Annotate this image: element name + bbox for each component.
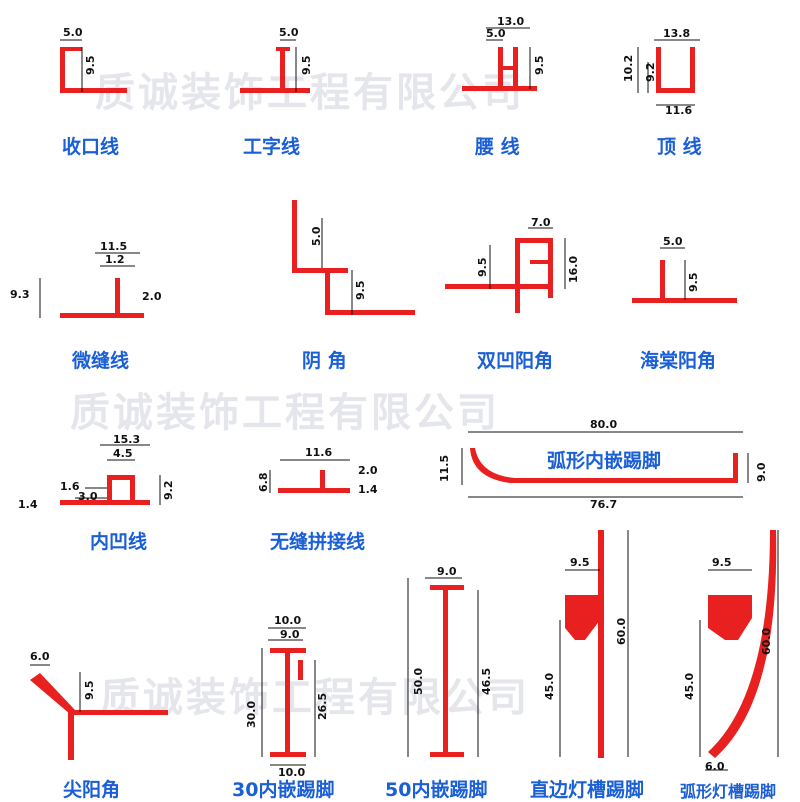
- profile-jianyang: [30, 673, 168, 760]
- label-yao: 腰 线: [475, 136, 520, 158]
- label-qian30: 30内嵌踢脚: [232, 779, 335, 801]
- profile-shuangao: [445, 238, 553, 313]
- label-shoukou: 收口线: [62, 136, 120, 158]
- dim-shuangao-0: 7.0: [531, 216, 551, 229]
- dim-huxing-1: 11.5: [438, 455, 451, 482]
- dim-yao-2: 9.5: [533, 56, 546, 76]
- profile-yao: [462, 47, 537, 91]
- dim-weifeng-3: 2.0: [142, 290, 162, 303]
- dim-zhibian-1: 45.0: [543, 673, 556, 700]
- label-zhibian: 直边灯槽踢脚: [530, 779, 645, 801]
- label-jianyang: 尖阳角: [63, 779, 121, 801]
- dim-gongzi-1: 9.5: [300, 56, 313, 76]
- label-qian50: 50内嵌踢脚: [385, 779, 488, 801]
- dim-neiao-5: 9.2: [162, 481, 175, 501]
- dim-qian50-2: 46.5: [480, 668, 493, 695]
- dim-neiao-1: 4.5: [113, 447, 133, 460]
- dim-wufeng-1: 2.0: [358, 464, 378, 477]
- dim-neiao-0: 15.3: [113, 433, 140, 446]
- profile-yinjiao: [292, 200, 415, 315]
- label-gongzi: 工字线: [243, 136, 301, 158]
- dim-ding-3: 11.6: [665, 104, 692, 117]
- dim-qian30-2: 30.0: [245, 701, 258, 728]
- dim-ding-0: 13.8: [663, 27, 690, 40]
- dim-haitang-0: 5.0: [663, 235, 683, 248]
- dim-jianyang-0: 6.0: [30, 650, 50, 663]
- dim-gongzi-0: 5.0: [279, 26, 299, 39]
- dim-qian30-4: 10.0: [278, 766, 305, 779]
- dim-neiao-4: 1.4: [18, 498, 38, 511]
- dim-haitang-1: 9.5: [687, 273, 700, 293]
- dim-wufeng-3: 1.4: [358, 483, 378, 496]
- dim-yao-1: 5.0: [486, 27, 506, 40]
- dim-shoukou-1: 9.5: [84, 56, 97, 76]
- dim-ding-2: 9.2: [644, 63, 657, 83]
- profile-wufeng: [278, 470, 350, 493]
- profile-shoukou: [60, 47, 127, 93]
- watermark-bottom: 质诚装饰工程有限公司: [100, 675, 530, 721]
- profile-ding: [656, 47, 695, 93]
- profile-neiao: [60, 475, 150, 505]
- dim-qian50-0: 9.0: [437, 565, 457, 578]
- profile-qian50: [430, 585, 464, 757]
- profile-qian30: [270, 648, 306, 757]
- dim-neiao-3: 3.0: [78, 490, 98, 503]
- label-huxingdc: 弧形灯槽踢脚: [680, 782, 777, 801]
- label-wufeng: 无缝拼接线: [270, 531, 366, 553]
- label-shuangao: 双凹阳角: [477, 350, 554, 372]
- profile-huxingdc: [708, 530, 777, 758]
- dim-shoukou-0: 5.0: [63, 26, 83, 39]
- dim-neiao-2: 1.6: [60, 480, 80, 493]
- dim-zhibian-0: 9.5: [570, 556, 590, 569]
- dim-weifeng-0: 11.5: [100, 240, 127, 253]
- dim-weifeng-1: 1.2: [105, 253, 125, 266]
- label-neiao: 内凹线: [90, 531, 148, 553]
- dim-huxingdc-3: 6.0: [705, 760, 725, 773]
- dim-huxingdc-0: 9.5: [712, 556, 732, 569]
- dim-qian30-1: 9.0: [280, 628, 300, 641]
- dim-huxing-3: 76.7: [590, 498, 617, 511]
- dim-qian50-1: 50.0: [412, 668, 425, 695]
- dim-ding-1: 10.2: [622, 55, 635, 82]
- label-ding: 顶 线: [657, 136, 702, 158]
- profile-haitang: [632, 260, 737, 303]
- label-haitang: 海棠阳角: [640, 350, 717, 372]
- dim-yinjiao-0: 5.0: [310, 226, 323, 246]
- profile-weifeng: [60, 278, 144, 318]
- dim-jianyang-1: 9.5: [83, 681, 96, 701]
- dim-weifeng-2: 9.3: [10, 288, 30, 301]
- dim-huxingdc-1: 45.0: [683, 673, 696, 700]
- label-yinjiao: 阴 角: [302, 350, 347, 372]
- dim-qian30-3: 26.5: [316, 693, 329, 720]
- dim-qian30-0: 10.0: [274, 614, 301, 627]
- dim-wufeng-0: 11.6: [305, 446, 332, 459]
- profile-zhibian: [565, 530, 604, 758]
- dim-yao-0: 13.0: [497, 15, 524, 28]
- label-huxing: 弧形内嵌踢脚: [547, 450, 662, 472]
- dim-huxing-2: 9.0: [755, 462, 768, 482]
- dim-shuangao-1: 9.5: [476, 258, 489, 278]
- profile-huxing: [470, 448, 738, 483]
- dim-yinjiao-1: 9.5: [354, 281, 367, 301]
- dim-shuangao-2: 16.0: [567, 256, 580, 283]
- label-weifeng: 微缝线: [72, 350, 130, 372]
- dim-wufeng-2: 6.8: [257, 473, 270, 493]
- watermark-middle: 质诚装饰工程有限公司: [70, 390, 500, 436]
- profile-gongzi: [240, 47, 310, 93]
- dim-huxing-0: 80.0: [590, 418, 617, 431]
- dim-huxingdc-2: 60.0: [760, 628, 773, 655]
- dim-zhibian-2: 60.0: [615, 618, 628, 645]
